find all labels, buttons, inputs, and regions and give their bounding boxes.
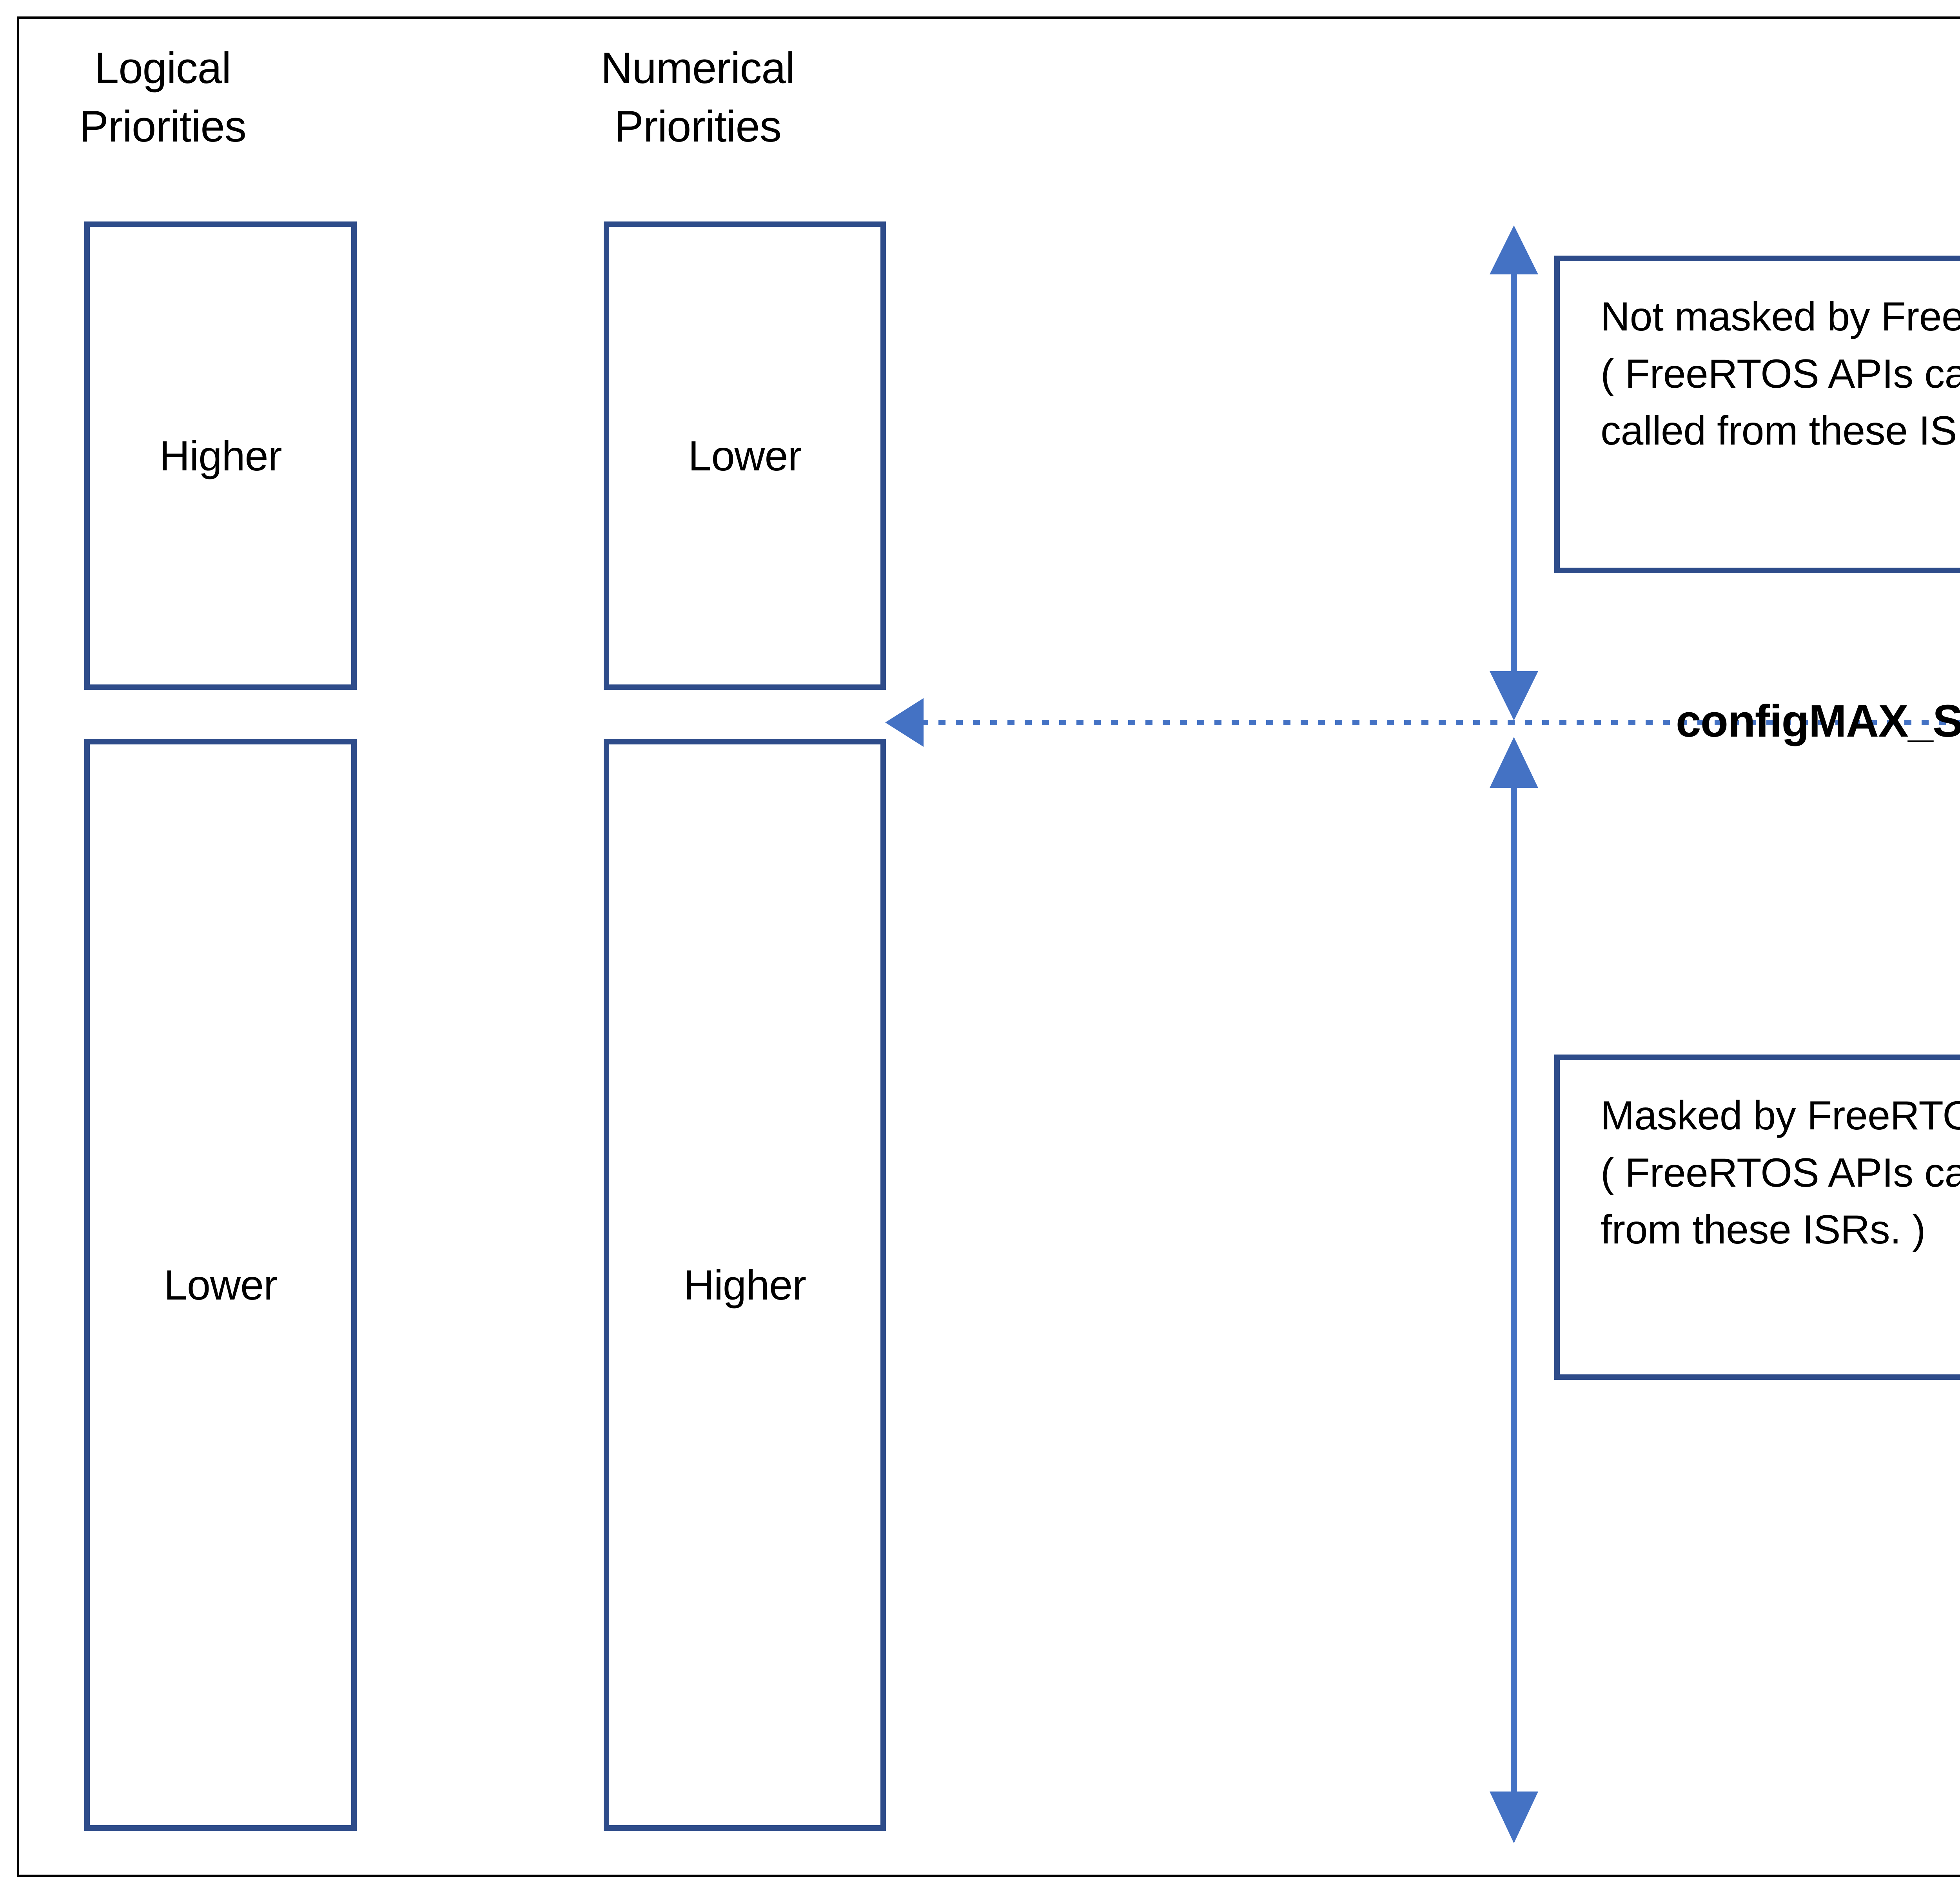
priority-block-label: Lower (163, 1261, 278, 1309)
configmax-syscall-interrupt-priority-label: configMAX_SYSCALL_INTERRUPT_PRIORITY (1676, 695, 1960, 746)
lower-range-arrow (1490, 737, 1538, 1843)
priority-block-label: Lower (688, 432, 802, 479)
column-heading-numerical: Numerical Priorities (601, 44, 795, 151)
priority-block-numerical-higher[interactable]: Higher (604, 739, 886, 1831)
priority-block-label: Higher (159, 432, 282, 479)
note-text: Not masked by FreeRTOS Kernel ( FreeRTOS… (1601, 294, 1960, 454)
note-text: Masked by FreeRTOS Kernel ( FreeRTOS API… (1601, 1093, 1960, 1253)
upper-range-arrow (1490, 225, 1538, 721)
note-folded-shape (1554, 1055, 1960, 1380)
column-heading-logical: Logical Priorities (79, 44, 247, 151)
priority-block-numerical-lower[interactable]: Lower (604, 221, 886, 690)
priority-block-logical-lower[interactable]: Lower (84, 739, 357, 1831)
note-folded-shape (1554, 256, 1960, 573)
priority-block-label: Higher (683, 1261, 806, 1309)
note-masked[interactable]: Masked by FreeRTOS Kernel ( FreeRTOS API… (1554, 1055, 1960, 1380)
threshold-dotted-arrow (885, 698, 1960, 747)
note-not-masked[interactable]: Not masked by FreeRTOS Kernel ( FreeRTOS… (1554, 256, 1960, 573)
outer-frame (17, 16, 1960, 1877)
priority-block-logical-higher[interactable]: Higher (84, 221, 357, 690)
